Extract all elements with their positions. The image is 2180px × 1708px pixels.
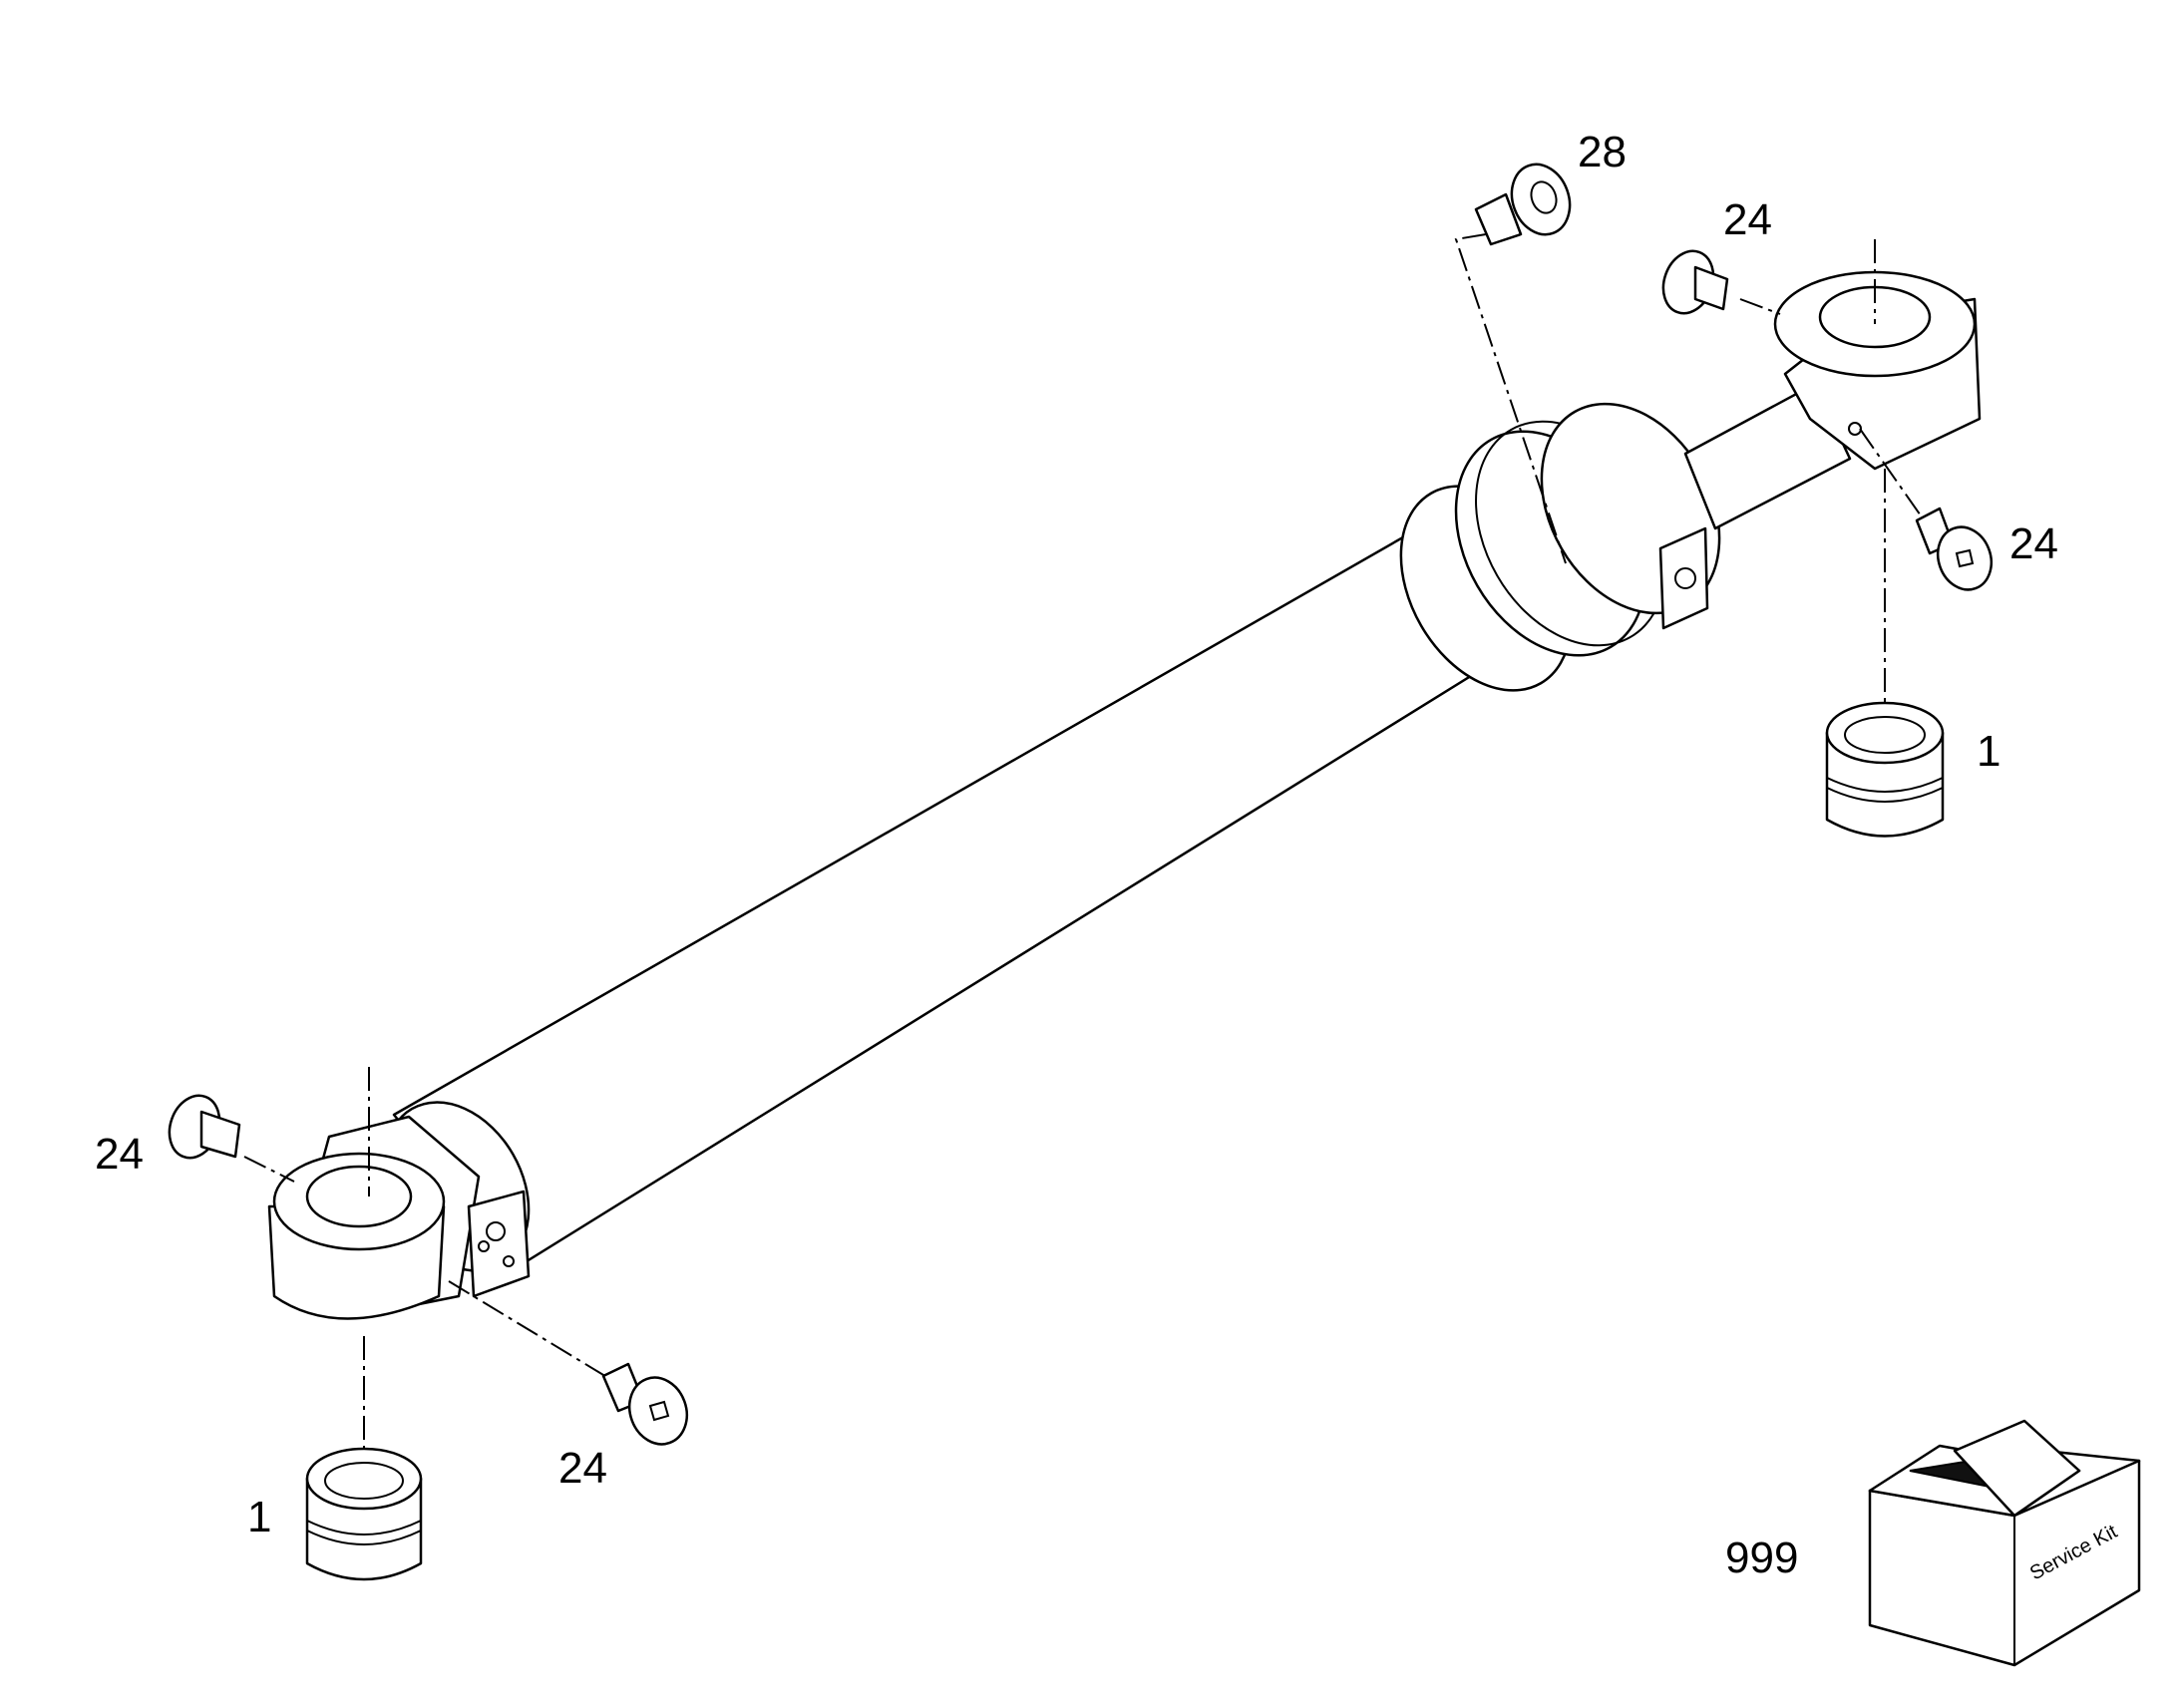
screw-24-top xyxy=(1661,249,1729,315)
leader-lines xyxy=(243,233,1931,1466)
screw-24-left-bottom xyxy=(601,1362,689,1446)
callout-999: 999 xyxy=(1725,1534,1798,1582)
callout-24-left-bottom: 24 xyxy=(558,1444,607,1493)
bushing-right xyxy=(1825,701,1945,838)
callout-28: 28 xyxy=(1578,128,1627,176)
callout-1-left: 1 xyxy=(247,1493,271,1541)
service-kit-box-icon: Service Kit xyxy=(1868,1419,2141,1667)
screw-28 xyxy=(1474,163,1572,246)
piston-rod xyxy=(1683,382,1852,530)
bushing-left xyxy=(305,1447,423,1581)
callout-1-right: 1 xyxy=(1977,727,2000,776)
base-eye xyxy=(267,1115,531,1320)
callout-24-left-top: 24 xyxy=(95,1130,144,1179)
cylinder-barrel xyxy=(383,516,1518,1272)
screw-24-left-top xyxy=(168,1094,241,1160)
callout-24-right: 24 xyxy=(2009,519,2058,568)
screw-24-right xyxy=(1915,507,1994,591)
callout-24-top: 24 xyxy=(1723,195,1772,244)
callout-labels: 28 24 24 1 24 24 1 999 xyxy=(95,128,2058,1582)
